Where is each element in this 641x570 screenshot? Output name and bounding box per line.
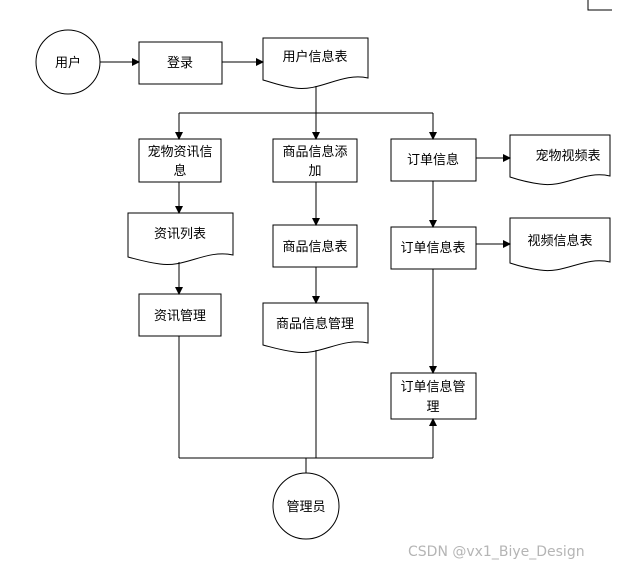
node-news-manage: 资讯管理 <box>138 293 222 337</box>
node-goods-add: 商品信息添 加 <box>272 138 358 183</box>
node-order-info-label: 订单信息 <box>407 152 459 168</box>
node-pet-info: 宠物资讯信 息 <box>138 138 222 183</box>
node-login: 登录 <box>138 41 223 85</box>
watermark: CSDN @vx1_Biye_Design <box>408 544 585 560</box>
node-goods-manage: 商品信息管理 <box>262 302 369 354</box>
node-admin: 管理员 <box>272 472 340 540</box>
node-goods-add-label-2: 加 <box>308 164 321 179</box>
node-video-table: 视频信息表 <box>509 217 611 272</box>
node-order-manage: 订单信息管 理 <box>390 372 477 420</box>
node-goods-table: 商品信息表 <box>272 224 358 268</box>
node-user-label: 用户 <box>55 55 81 71</box>
node-goods-table-label: 商品信息表 <box>282 239 347 255</box>
node-admin-label: 管理员 <box>286 500 325 515</box>
node-pet-info-label-1: 宠物资讯信 <box>147 144 212 160</box>
node-news-manage-label: 资讯管理 <box>154 309 206 324</box>
node-order-table: 订单信息表 <box>390 226 477 270</box>
node-video-table-label: 视频信息表 <box>527 233 592 249</box>
node-pet-video-table-label: 宠物视频表 <box>535 148 600 164</box>
node-order-info: 订单信息 <box>390 138 477 182</box>
node-order-manage-label-2: 理 <box>426 400 439 415</box>
node-pet-info-label-2: 息 <box>173 163 186 179</box>
node-news-list-table-label: 资讯列表 <box>154 227 206 242</box>
node-user: 用户 <box>35 29 101 95</box>
node-pet-video-table: 宠物视频表 <box>509 134 611 186</box>
corner-mark <box>587 0 612 11</box>
node-user-table: 用户信息表 <box>262 37 369 90</box>
node-goods-manage-label: 商品信息管理 <box>276 316 354 332</box>
node-login-label: 登录 <box>167 56 193 71</box>
node-order-table-label: 订单信息表 <box>400 240 465 256</box>
node-news-list-table: 资讯列表 <box>127 212 234 266</box>
node-goods-add-label-1: 商品信息添 <box>282 144 347 160</box>
node-order-manage-label-1: 订单信息管 <box>400 379 465 395</box>
node-user-table-label: 用户信息表 <box>282 49 347 65</box>
